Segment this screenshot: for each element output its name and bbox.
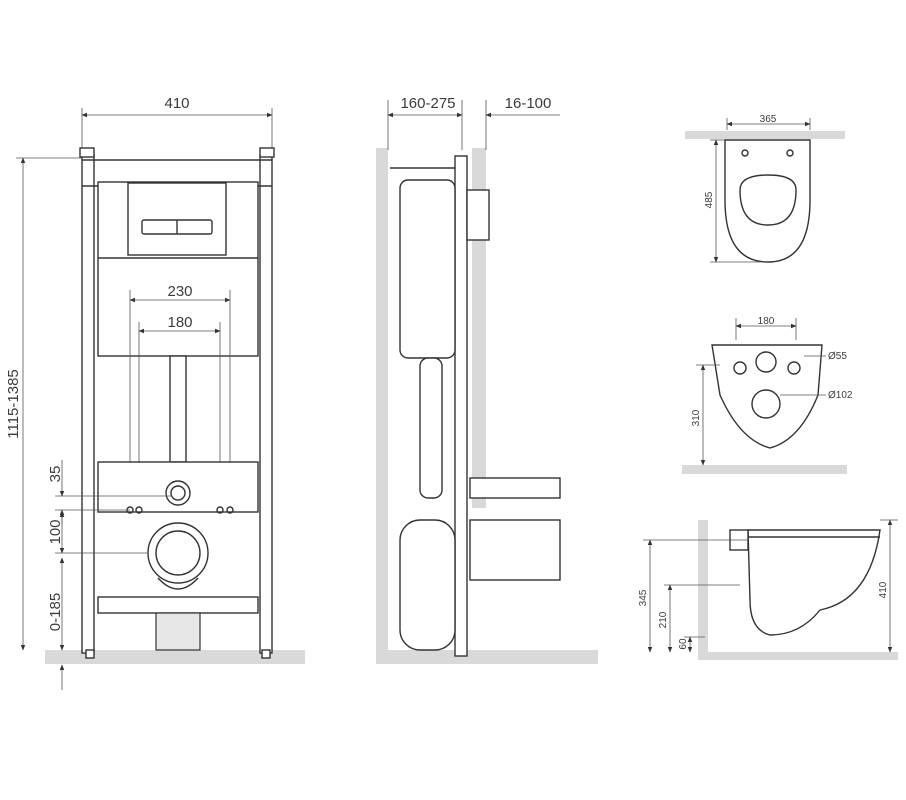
top-wall — [685, 131, 845, 139]
dim-365: 365 — [760, 114, 777, 125]
dim-345: 345 — [638, 589, 649, 606]
rear-view: 180 Ø55 Ø102 310 — [682, 316, 853, 474]
dim-410-bowl: 410 — [878, 581, 889, 598]
dim-230: 230 — [167, 283, 192, 300]
drain-pipe — [155, 612, 201, 651]
dim-310: 310 — [691, 409, 702, 426]
side-wall — [376, 148, 388, 663]
bowl-top-outline — [724, 139, 811, 263]
side-cistern — [399, 179, 456, 359]
top-view: 365 485 — [685, 114, 845, 263]
dim-diameter-102: Ø102 — [828, 390, 853, 401]
dim-35: 35 — [47, 466, 64, 483]
side-floor — [376, 650, 598, 664]
flush-pipe — [169, 355, 187, 463]
front-floor — [45, 650, 305, 664]
dim-210: 210 — [658, 611, 669, 628]
dim-0-185: 0-185 — [47, 593, 64, 631]
dim-100: 100 — [47, 519, 64, 544]
dim-depth-160-275: 160-275 — [400, 95, 455, 112]
frame-left-post — [81, 154, 95, 654]
front-view: 410 230 180 — [5, 95, 305, 690]
inlet-connector — [165, 480, 191, 506]
dim-width-410: 410 — [164, 95, 189, 112]
rear-floor — [682, 465, 847, 474]
dim-diameter-55: Ø55 — [828, 351, 847, 362]
hole-102 — [751, 389, 781, 419]
dim-485: 485 — [704, 191, 715, 208]
dim-60: 60 — [678, 638, 689, 650]
side-pipe — [419, 357, 443, 499]
side-view: 160-275 16-100 — [376, 95, 598, 664]
flush-plate — [127, 182, 227, 256]
dim-height-1115-1385: 1115-1385 — [5, 369, 22, 439]
side-drain-bend — [399, 519, 456, 651]
bowl-wall — [698, 520, 708, 660]
dim-offset-16-100: 16-100 — [505, 95, 552, 112]
hole-55 — [755, 351, 777, 373]
bowl-side-view: 345 210 60 410 — [638, 519, 898, 660]
bowl-floor — [698, 652, 898, 660]
dim-180: 180 — [167, 314, 192, 331]
bowl-profile — [747, 529, 881, 636]
drain-outer — [147, 522, 209, 584]
frame-right-post — [259, 154, 273, 654]
side-frame — [454, 155, 468, 657]
dim-180-rear: 180 — [758, 316, 775, 327]
